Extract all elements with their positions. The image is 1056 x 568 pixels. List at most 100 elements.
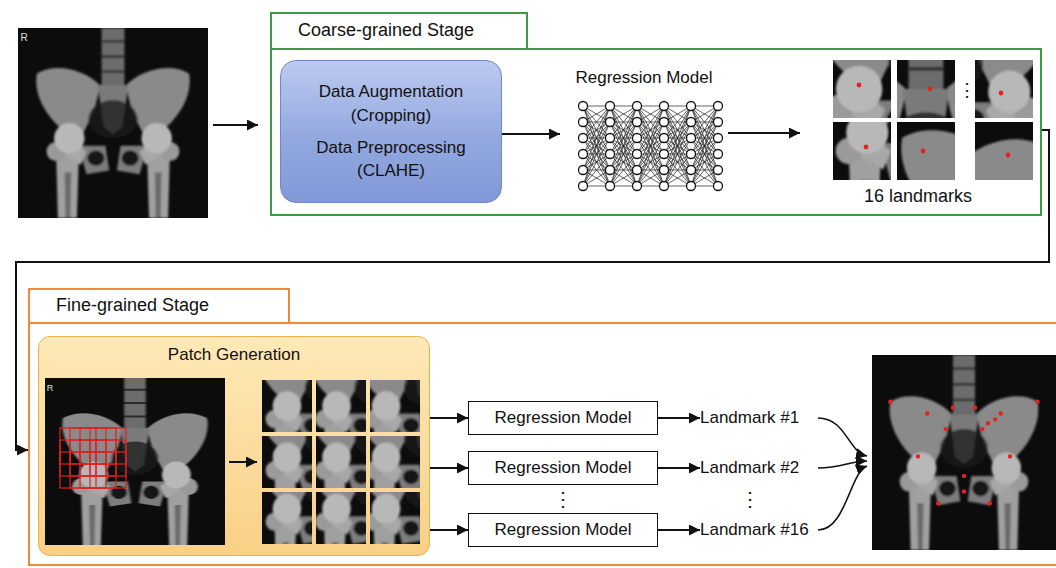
network-unit	[633, 118, 642, 127]
network-link	[664, 122, 691, 170]
xray-crop	[781, 0, 1056, 211]
landmark-thumbnails	[781, 0, 1056, 338]
network-link	[637, 154, 664, 155]
network-link	[664, 106, 691, 122]
network-unit	[606, 150, 615, 159]
landmark-dot	[864, 145, 869, 150]
stage-title: Fine-grained Stage	[56, 295, 209, 317]
network-link	[583, 122, 610, 138]
model-box: Regression Model	[468, 401, 658, 435]
group-caption: 16 landmarks	[864, 186, 972, 208]
network-link	[637, 154, 664, 170]
network-link	[664, 106, 691, 107]
patch-grid	[239, 298, 517, 568]
landmark-thumbnail	[817, 0, 1056, 202]
network-link	[610, 106, 637, 154]
network-link	[664, 186, 691, 187]
network-link	[610, 122, 637, 138]
xray-crop	[825, 88, 1056, 330]
network-link	[691, 106, 718, 170]
network-link	[583, 106, 610, 138]
network-link	[691, 154, 718, 186]
patch-window	[90, 452, 126, 488]
network-unit	[606, 118, 615, 127]
landmark-dot	[962, 474, 966, 478]
network-link	[691, 106, 718, 154]
network-link	[664, 122, 691, 154]
network-link	[583, 122, 610, 154]
network-link	[583, 138, 610, 154]
network-link	[691, 138, 718, 139]
network-link	[583, 170, 610, 186]
network-link	[637, 122, 664, 154]
network-unit	[660, 102, 669, 111]
xray-crop	[288, 298, 467, 484]
network-unit	[606, 182, 615, 191]
landmark-dot	[988, 501, 992, 505]
network-link	[691, 106, 718, 138]
merge-curves	[818, 418, 867, 530]
network-link	[664, 122, 691, 186]
network-link	[583, 138, 610, 139]
network-link	[664, 106, 691, 186]
network-link	[610, 170, 637, 186]
network-link	[637, 106, 664, 122]
network-link	[583, 106, 610, 154]
landmark-dot	[1006, 153, 1011, 158]
network-link	[583, 122, 610, 186]
network-unit	[687, 102, 696, 111]
output-text: Landmark #2	[700, 458, 799, 478]
process-title: Patch Generation	[168, 345, 300, 365]
xray-crop	[817, 0, 1056, 202]
network-link	[637, 170, 664, 186]
neural-network-icon	[579, 102, 723, 191]
landmark-thumbnail	[825, 88, 1056, 330]
xray-crop	[288, 401, 467, 568]
stage-panel: Fine-grained StagePatch GenerationRegres…	[28, 288, 1056, 566]
network-unit	[714, 166, 723, 175]
landmark-dot	[993, 417, 997, 421]
stage-panel: Coarse-grained StageData Augmentation (C…	[270, 12, 1042, 216]
network-link	[691, 122, 718, 138]
network-link	[610, 106, 637, 138]
landmark-dot	[986, 421, 990, 425]
network-link	[637, 106, 664, 170]
network-link	[583, 138, 610, 170]
stage-tab: Coarse-grained Stage	[270, 12, 528, 48]
network-link	[664, 170, 691, 186]
network-link	[637, 138, 664, 154]
network-link	[664, 154, 691, 186]
network-link	[583, 154, 610, 155]
network-unit	[714, 150, 723, 159]
model-text: Regression Model	[494, 408, 631, 428]
landmark-dot	[999, 91, 1004, 96]
ellipsis-mark: ⋮	[553, 489, 573, 509]
landmark-thumbnail	[781, 2, 1056, 292]
network-link	[637, 122, 664, 123]
patch-window	[60, 428, 96, 464]
network-link	[691, 154, 718, 170]
landmark-thumbnail	[876, 75, 1056, 339]
ellipsis-mark: ⋮	[740, 489, 760, 509]
network-link	[610, 170, 637, 186]
network-link	[637, 106, 664, 138]
network-unit	[606, 102, 615, 111]
network-unit	[660, 134, 669, 143]
network-link	[664, 122, 691, 170]
patch-window	[80, 452, 116, 488]
network-link	[610, 122, 637, 154]
network-link	[691, 106, 718, 107]
network-link	[583, 170, 610, 171]
network-link	[664, 122, 691, 154]
network-link	[583, 138, 610, 186]
network-link	[583, 106, 610, 170]
network-link	[583, 170, 610, 186]
network-link	[610, 122, 637, 138]
network-link	[637, 122, 664, 170]
arrow-connector	[430, 529, 468, 531]
output-label: Landmark #16	[700, 513, 813, 547]
network-link	[691, 122, 718, 123]
image-patch	[288, 401, 467, 568]
network-link	[610, 186, 637, 187]
